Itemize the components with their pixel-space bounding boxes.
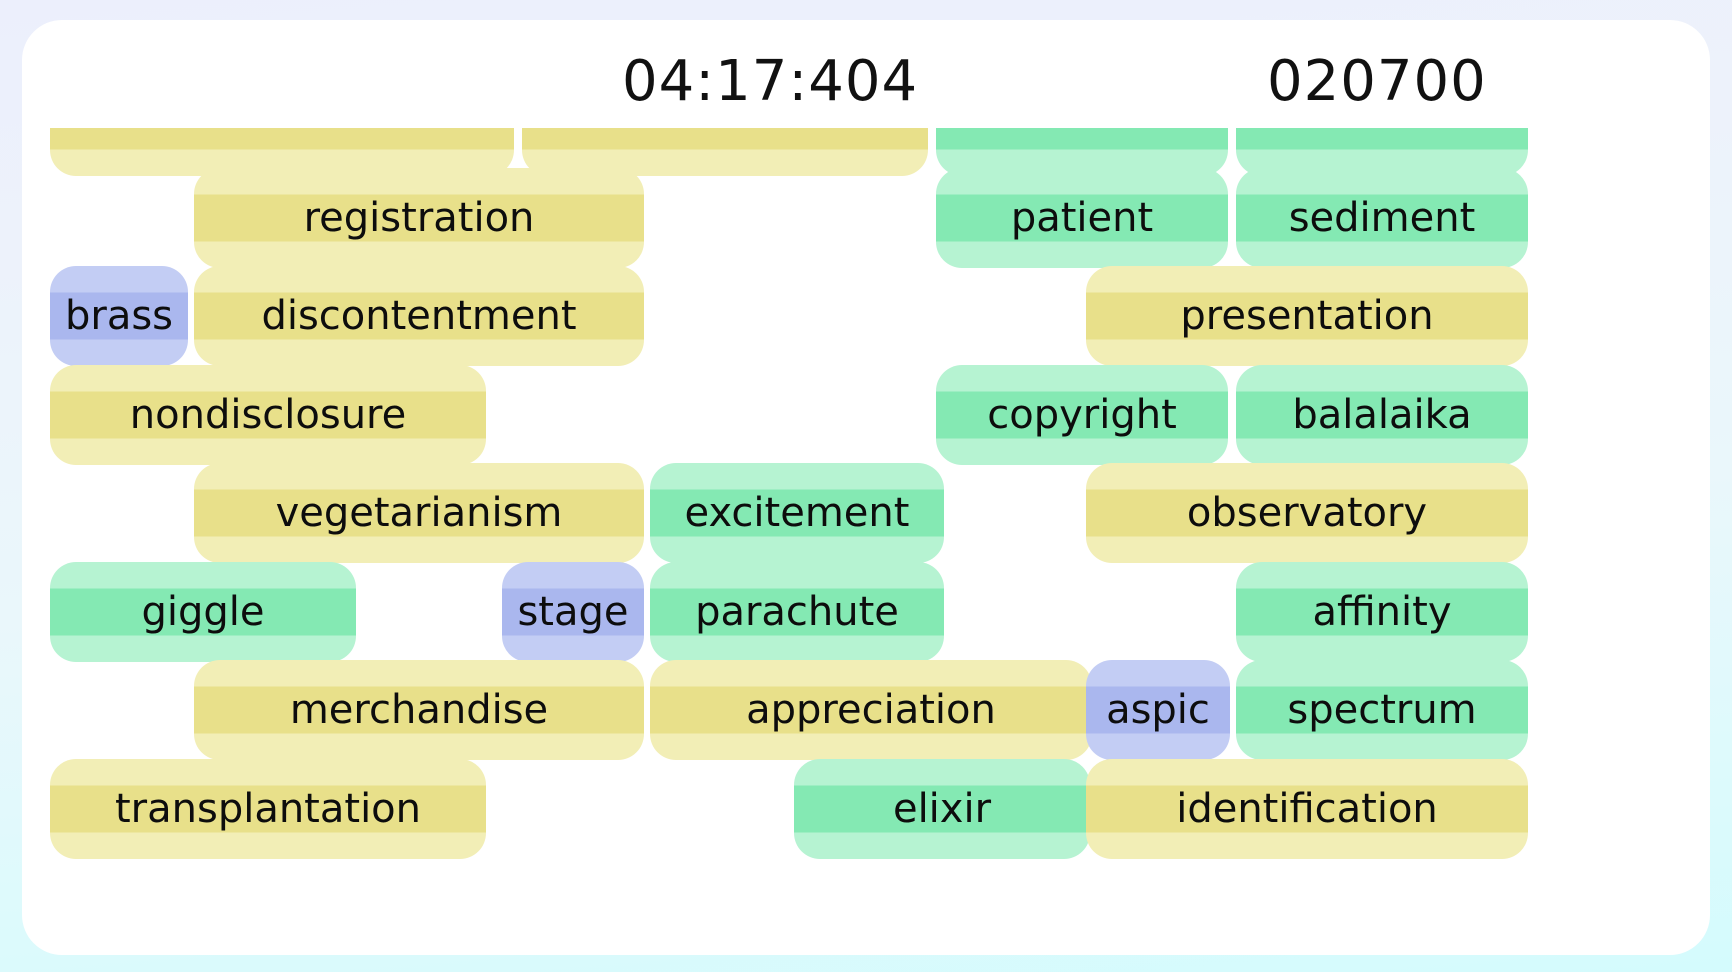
- word-tile[interactable]: patient: [936, 168, 1228, 268]
- word-tile-label: sediment: [1288, 195, 1476, 241]
- word-tile[interactable]: appreciation: [650, 660, 1092, 760]
- word-tile[interactable]: brass: [50, 266, 188, 366]
- header-bar: 04:17:404 020700: [22, 20, 1710, 128]
- word-tile-label: affinity: [1312, 589, 1452, 635]
- word-tile[interactable]: spectrum: [1236, 660, 1528, 760]
- word-tile-label: giggle: [141, 589, 265, 635]
- word-tile-label: stage: [517, 589, 629, 635]
- word-tile-label: identification: [1176, 786, 1438, 832]
- word-tile-label: brass: [64, 293, 174, 339]
- word-tile-label: balalaika: [1292, 392, 1472, 438]
- word-tile-label: observatory: [1186, 490, 1428, 536]
- word-tile-label: vegetarianism: [275, 490, 563, 536]
- word-tile-label: transplantation: [114, 786, 421, 832]
- word-tile[interactable]: excitement: [650, 463, 944, 563]
- word-tile-label: nondisclosure: [129, 392, 407, 438]
- score-display: 020700: [1267, 49, 1487, 114]
- timer-display: 04:17:404: [622, 49, 919, 114]
- word-tile-label: elixir: [892, 786, 992, 832]
- word-tile[interactable]: identification: [1086, 759, 1528, 859]
- word-tile[interactable]: stage: [502, 562, 644, 662]
- word-tile-label: merchandise: [289, 687, 549, 733]
- word-tile-label: appreciation: [746, 687, 996, 733]
- word-tile[interactable]: vegetarianism: [194, 463, 644, 563]
- word-tile[interactable]: balalaika: [1236, 365, 1528, 465]
- word-tile[interactable]: affinity: [1236, 562, 1528, 662]
- word-tile[interactable]: copyright: [936, 365, 1228, 465]
- word-tile-label: copyright: [987, 392, 1177, 438]
- word-tile-label: presentation: [1180, 293, 1434, 339]
- word-tile[interactable]: presentation: [1086, 266, 1528, 366]
- word-tile[interactable]: transplantation: [50, 759, 486, 859]
- word-tile-label: discontentment: [261, 293, 577, 339]
- word-tile-label: aspic: [1106, 687, 1210, 733]
- word-tile[interactable]: parachute: [650, 562, 944, 662]
- word-tile[interactable]: merchandise: [194, 660, 644, 760]
- word-tile-label: parachute: [695, 589, 899, 635]
- word-tile[interactable]: elixir: [794, 759, 1090, 859]
- word-tile-board: registration patient sediment brass disconte…: [22, 128, 1710, 955]
- word-tile[interactable]: sediment: [1236, 168, 1528, 268]
- game-card: 04:17:404 020700 registration patient sedi…: [22, 20, 1710, 955]
- word-tile[interactable]: registration: [194, 168, 644, 268]
- word-tile[interactable]: giggle: [50, 562, 356, 662]
- word-tile[interactable]: nondisclosure: [50, 365, 486, 465]
- word-tile[interactable]: discontentment: [194, 266, 644, 366]
- word-tile-label: spectrum: [1287, 687, 1477, 733]
- word-tile[interactable]: observatory: [1086, 463, 1528, 563]
- word-tile-label: registration: [303, 195, 535, 241]
- word-tile[interactable]: aspic: [1086, 660, 1230, 760]
- word-tile-label: excitement: [684, 490, 910, 536]
- word-tile-label: patient: [1010, 195, 1154, 241]
